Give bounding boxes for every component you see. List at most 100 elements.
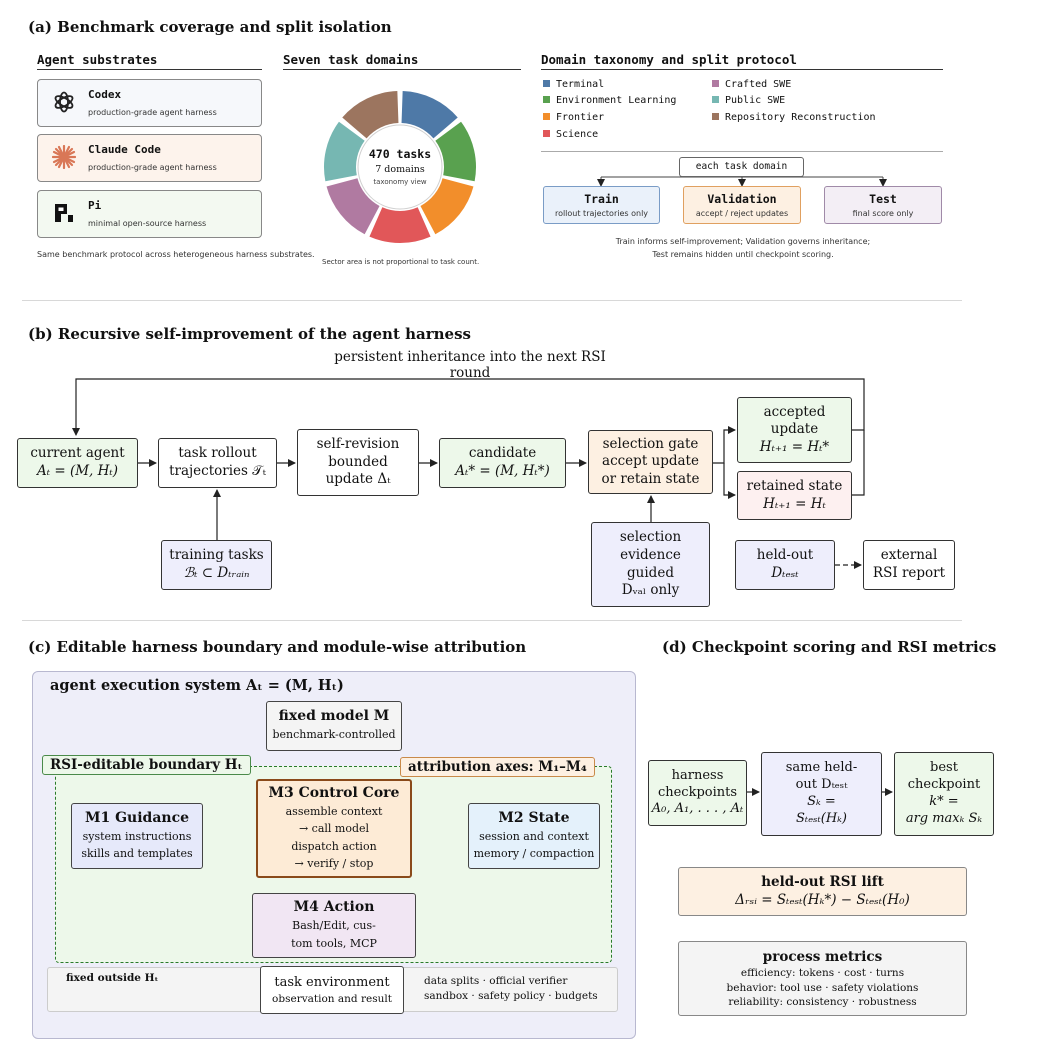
box-formula: Dᵥₐₗ only [621,582,680,599]
substrates-note: Same benchmark protocol across heterogen… [37,250,315,259]
task-rollout-box: task rollout trajectories 𝒯ₜ [158,438,277,488]
box-line: efficiency: tokens · cost · turns [740,967,905,980]
split-title: Train [584,192,619,206]
openai-logo-icon [54,91,74,113]
module-line: memory / compaction [473,847,595,860]
module-title: M4 Action [293,899,375,916]
same-held-out-box: same held- out Dₜₑₛₜ Sₖ = Sₜₑₛₜ(Hₖ) [761,752,882,836]
box-formula: Hₜ₊₁ = Hₜ* [759,438,830,455]
box-formula: ℬₜ ⊂ Dₜᵣₐᵢₙ [183,565,250,581]
attribution-label: attribution axes: M₁–M₄ [400,757,595,777]
legend-swatch [712,80,719,87]
split-train: Train rollout trajectories only [543,186,660,224]
accepted-update-box: accepted update Hₜ₊₁ = Hₜ* [737,397,852,463]
legend-item-public-swe: Public SWE [712,95,785,106]
module-line: → call model [298,822,370,836]
box-line: self-revision [316,436,400,453]
donut-center-view: taxonomy view [373,178,427,186]
module-line: → verify / stop [294,856,374,870]
training-tasks-box: training tasks ℬₜ ⊂ Dₜᵣₐᵢₙ [161,540,272,590]
module-line: dispatch action [291,839,377,853]
box-line: reliability: consistency · robustness [728,995,917,1008]
box-line: bounded [328,453,388,470]
split-validation: Validation accept / reject updates [683,186,801,224]
m1-guidance-box: M1 Guidance system instructions skills a… [71,803,203,869]
donut-sector-terminal [401,91,458,139]
split-note-1: Train informs self-improvement; Validati… [615,237,871,246]
module-title: fixed model M [278,708,390,725]
box-line: or retain state [601,470,700,487]
box-line: retained state [746,477,843,494]
each-domain-box: each task domain [679,157,804,177]
substrate-desc: production-grade agent harness [88,108,217,117]
harness-checkpoints-box: harness checkpoints A₀, A₁, . . . , Aₜ [648,760,747,826]
box-line: accepted [763,403,826,420]
section-divider-2 [22,620,962,621]
box-line: candidate [468,445,537,462]
box-line: harness [671,767,724,783]
box-line: evidence [620,546,681,563]
legend-item-crafted-swe: Crafted SWE [712,79,791,90]
panel-c-title: (c) Editable harness boundary and module… [28,638,527,656]
box-title: held-out RSI lift [761,873,884,890]
box-line: best [930,760,958,776]
split-test: Test final score only [824,186,942,224]
substrates-rule [37,69,262,70]
donut-center-ring [357,124,443,210]
panel-b-title: (b) Recursive self-improvement of the ag… [28,325,471,343]
substrate-name: Codex [88,88,122,101]
taxonomy-heading: Domain taxonomy and split protocol [541,52,797,67]
box-line: training tasks [169,547,264,564]
split-desc: accept / reject updates [695,209,789,218]
module-line: benchmark-controlled [272,728,396,742]
retained-state-box: retained state Hₜ₊₁ = Hₜ [737,471,852,520]
box-formula: k* = [929,794,959,809]
box-line: guided [627,564,674,581]
fixed-outside-label: fixed outside Hₜ [66,972,159,984]
substrate-card-claude-code: Claude Code production-grade agent harne… [37,134,262,182]
box-line: checkpoints [657,784,738,800]
substrate-name: Pi [88,199,102,212]
box-line: accept update [602,453,699,470]
box-line: update [770,421,819,438]
legend-swatch [543,130,550,137]
legend-swatch [712,96,719,103]
box-formula: Δᵣₛᵢ = Sₜₑₛₜ(Hₖ*) − Sₜₑₛₜ(H₀) [735,891,910,908]
donut-center-domains: 7 domains [375,164,425,175]
module-title: M1 Guidance [84,809,190,826]
m2-state-box: M2 State session and context memory / co… [468,803,600,869]
current-agent-box: current agent Aₜ = (M, Hₜ) [17,438,138,488]
legend-item-science: Science [543,129,598,140]
m3-control-core-box: M3 Control Core assemble context → call … [256,779,412,878]
m4-action-box: M4 Action Bash/Edit, cus- tom tools, MCP [252,893,416,958]
donut-sector-environment-learning [435,121,476,182]
legend-swatch [543,96,550,103]
legend-swatch [543,113,550,120]
box-line: RSI report [872,565,946,581]
box-formula: Aₜ = (M, Hₜ) [36,463,118,479]
fixed-items-1: data splits · official verifier [424,975,568,987]
substrate-name: Claude Code [88,143,161,156]
split-title: Test [869,192,897,206]
module-line: tom tools, MCP [291,936,377,950]
candidate-box: candidate Aₜ* = (M, Hₜ*) [439,438,566,488]
donut-note: Sector area is not proportional to task … [322,258,480,266]
box-formula: Hₜ₊₁ = Hₜ [763,495,826,512]
module-line: system instructions [82,829,192,843]
external-report-box: external RSI report [863,540,955,590]
box-formula: A₀, A₁, . . . , Aₜ [651,801,744,817]
panel-d-title: (d) Checkpoint scoring and RSI metrics [662,638,997,656]
substrates-heading: Agent substrates [37,52,158,67]
split-desc: rollout trajectories only [554,209,649,218]
panel-a-title: (a) Benchmark coverage and split isolati… [28,18,392,36]
donut-center-count: 470 tasks [368,147,432,161]
box-line: current agent [30,445,125,462]
legend-swatch [712,113,719,120]
module-title: M2 State [498,809,570,826]
module-line: session and context [479,829,589,843]
substrate-desc: minimal open-source harness [88,219,207,228]
task-environment-box: task environment observation and result [260,966,404,1014]
split-title: Validation [707,192,777,206]
split-tree-lines [597,176,887,187]
system-label: agent execution system Aₜ = (M, Hₜ) [50,677,344,694]
